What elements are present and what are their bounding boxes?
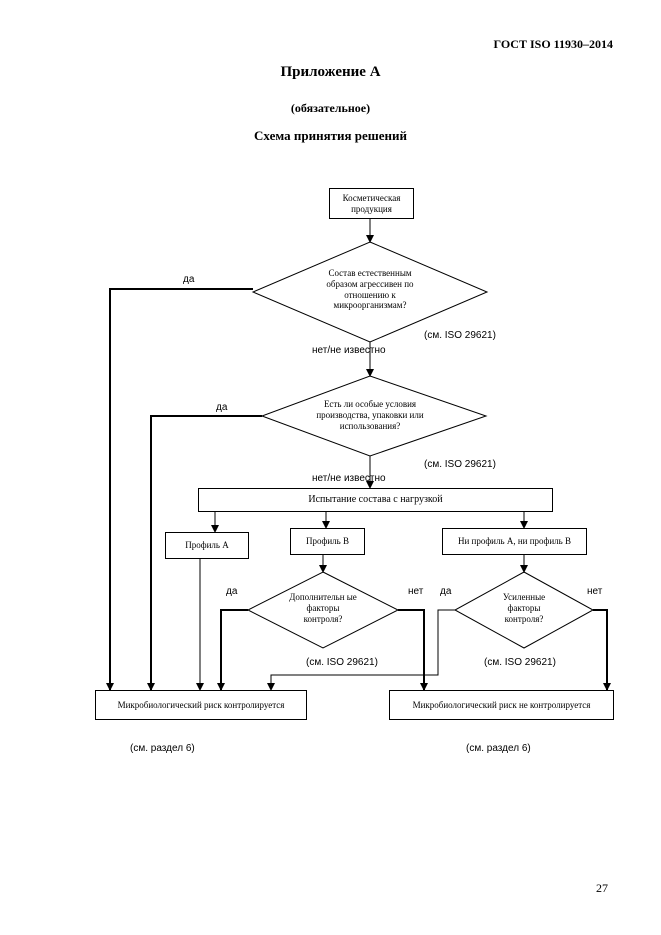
cosmetic-product-box: Косметическая продукция [329,188,414,219]
appendix-title: Приложение А [280,64,381,80]
decision2-yes-label: да [216,402,228,413]
risk-not-controlled-reference: (см. раздел 6) [466,743,531,754]
decision4-text: Усиленные факторы контроля? [502,592,546,624]
page-number: 27 [596,881,608,895]
decision2-text: Есть ли особые условия производства, упа… [316,399,424,431]
risk-not-controlled-box: Микробиологический риск не контролируетс… [389,690,614,720]
profile-a-box: Профиль А [165,532,249,559]
decision1-text: Состав естественным образом агрессивен п… [326,268,414,311]
decision3-diamond [246,571,400,649]
decision3-no-label: нет [408,586,424,597]
decision1-no-label: нет/не известно [312,345,386,356]
decision3-text: Дополнительн ые факторы контроля? [289,592,357,624]
decision4-reference: (см. ISO 29621) [484,657,556,668]
decision2-reference: (см. ISO 29621) [424,459,496,470]
arrow-d3-no [398,609,428,691]
risk-controlled-reference: (см. раздел 6) [130,743,195,754]
decision2-no-label: нет/не известно [312,473,386,484]
profile-none-box: Ни профиль А, ни профиль В [442,528,587,555]
arrow-d2-yes [147,415,262,691]
appendix-status: (обязательное) [290,101,371,115]
arrow-d4-no [593,609,611,691]
decision4-diamond [453,571,595,649]
arrow-d1-yes [106,288,253,691]
decision4-yes-label: да [440,586,452,597]
arrow-d3-yes [217,609,248,691]
decision3-yes-label: да [226,586,238,597]
decision4-no-label: нет [587,586,603,597]
risk-controlled-box: Микробиологический риск контролируется [95,690,307,720]
arrow-d4-yes [267,609,455,691]
scheme-title: Схема принятия решений [254,128,407,143]
challenge-test-box: Испытание состава с нагрузкой [198,488,553,512]
decision1-yes-label: да [183,274,195,285]
decision1-reference: (см. ISO 29621) [424,330,496,341]
profile-b-box: Профиль В [290,528,365,555]
decision3-reference: (см. ISO 29621) [306,657,378,668]
standard-designation: ГОСТ ISO 11930–2014 [493,37,613,51]
